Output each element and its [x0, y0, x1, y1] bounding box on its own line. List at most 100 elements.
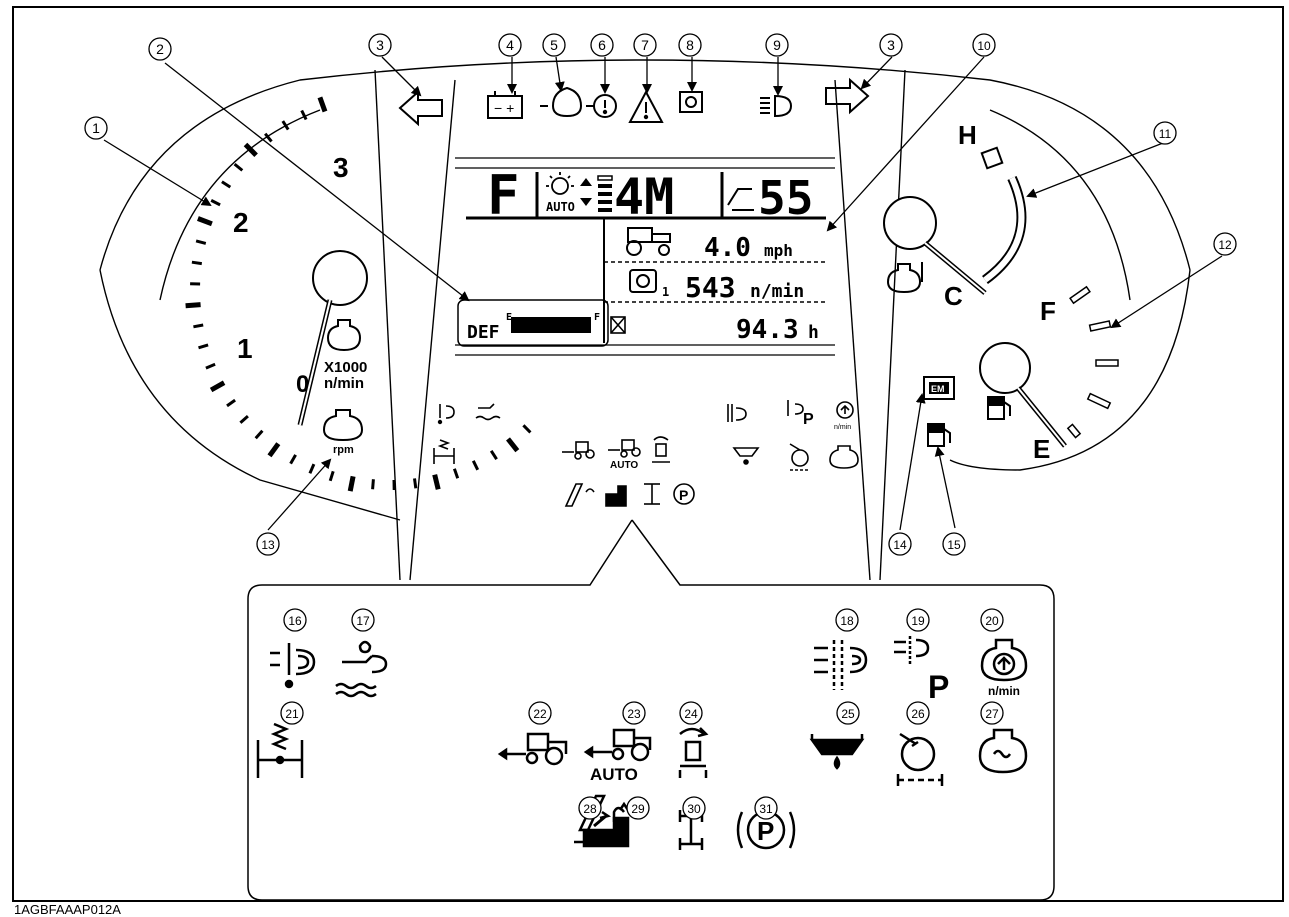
- callout-15: 15: [943, 533, 965, 555]
- water-separator-icon: [812, 734, 862, 768]
- svg-text:EM: EM: [931, 384, 945, 394]
- callout-31: 31: [755, 797, 777, 819]
- pto-icon: [728, 189, 754, 210]
- callout-10: 10: [973, 34, 995, 56]
- tach-tick: [435, 475, 439, 490]
- callout-number: 20: [985, 614, 999, 628]
- air-filter-icon: [898, 734, 942, 786]
- lcd-engine-unit: n/min: [750, 281, 804, 302]
- callout-24: 24: [680, 702, 702, 724]
- top-warning-lamps: − +: [400, 80, 868, 124]
- shift-up-arrow-icon: [580, 178, 592, 186]
- tachometer: 3 2 1 0 X1000 n/min rpm: [186, 97, 531, 491]
- callout-number: 8: [686, 37, 694, 53]
- oil-pressure-icon: [540, 88, 594, 116]
- def-warning-icon-small: [439, 404, 454, 423]
- callout-5: 5: [543, 34, 565, 56]
- callout-28: 28: [579, 797, 601, 819]
- sun-icon: [546, 172, 574, 194]
- lcd-gear-value: 55: [758, 171, 813, 225]
- callout-26: 26: [907, 702, 929, 724]
- gear-range-bars-icon: [598, 176, 612, 212]
- tach-tick: [192, 262, 202, 263]
- lcd-engine-sub: 1: [662, 285, 669, 299]
- zoom-callout-box: [248, 520, 1054, 900]
- headlight-icon: [760, 96, 791, 116]
- svg-text:− +: − +: [494, 100, 514, 116]
- tach-label-3: 3: [333, 152, 349, 183]
- fuel-pump-icon-gauge: [988, 397, 1010, 419]
- callout-number: 18: [840, 614, 854, 628]
- callout-number: 25: [841, 707, 855, 721]
- callout-3: 3: [880, 34, 902, 56]
- coolant-temp-icon: [888, 262, 922, 292]
- callout-number: 10: [977, 39, 991, 53]
- axle-suspension-icon: [258, 724, 302, 778]
- turn-right-arrow-icon: [826, 80, 868, 112]
- axle-suspension-icon-small: [434, 440, 454, 464]
- temp-hot-label: H: [958, 120, 977, 150]
- lcd-display: F AUTO 4M 55 4.0 mph 1 543 n/min: [455, 158, 835, 355]
- tach-tick: [310, 464, 314, 473]
- tach-tick: [196, 241, 206, 244]
- callout-6: 6: [591, 34, 613, 56]
- tach-needle-hub: [313, 251, 367, 305]
- fuel-empty-label: E: [1033, 434, 1050, 464]
- tach-tick: [523, 425, 530, 432]
- glow-plug-icon: [980, 730, 1026, 772]
- panel-outline: [100, 60, 1190, 580]
- tach-tick: [256, 431, 263, 438]
- lcd-engine-value: 543: [685, 271, 736, 304]
- tach-tick: [211, 383, 224, 390]
- svg-text:AUTO: AUTO: [610, 460, 638, 471]
- callout-number: 3: [887, 37, 895, 53]
- callout-number: 4: [506, 37, 514, 53]
- tach-tick: [198, 219, 212, 224]
- tractor-auto-icon-small: [608, 440, 640, 457]
- svg-text:P: P: [679, 487, 688, 503]
- dpf-icon: [814, 640, 866, 690]
- diff-lock-icon-small: [652, 437, 670, 462]
- water-separator-icon-small: [734, 448, 758, 464]
- lcd-hours-value: 94.3: [736, 315, 799, 345]
- lcd-speed-unit: mph: [764, 241, 793, 260]
- air-filter-icon-small: [790, 444, 810, 470]
- engine-icon: [328, 320, 360, 350]
- tractor-icon: [500, 734, 566, 764]
- tach-tick: [491, 451, 496, 459]
- lcd-auto-label: AUTO: [546, 200, 575, 214]
- callout-25: 25: [837, 702, 859, 724]
- callout-9: 9: [766, 34, 788, 56]
- callout-22: 22: [529, 702, 551, 724]
- tractor-speed-icon: [627, 228, 670, 255]
- engine-speed-icon: [630, 270, 656, 292]
- def-f-label: F: [594, 312, 600, 323]
- tach-tick: [199, 345, 209, 348]
- callout-number: 21: [285, 707, 299, 721]
- svg-text:n/min: n/min: [834, 424, 851, 431]
- four-wd-icon-small: [644, 484, 660, 504]
- callout-20: 20: [981, 609, 1003, 631]
- callout-number: 24: [684, 707, 698, 721]
- callout-21: 21: [281, 702, 303, 724]
- tach-label-1: 1: [237, 333, 253, 364]
- callout-23: 23: [623, 702, 645, 724]
- dpf-icon-small: [728, 404, 746, 422]
- callout-7: 7: [634, 34, 656, 56]
- callout-number: 16: [288, 614, 302, 628]
- rpm-engine-icon: [324, 410, 362, 440]
- lcd-gear: 4M: [614, 168, 674, 226]
- diff-lock-icon: [680, 728, 706, 778]
- indicator-cluster-small: AUTO P n/min P: [434, 400, 858, 506]
- callout-number: 23: [627, 707, 641, 721]
- callout-number: 7: [641, 37, 649, 53]
- tach-tick: [206, 364, 215, 368]
- callout-number: 26: [911, 707, 925, 721]
- tach-tick: [291, 455, 296, 464]
- tach-tick: [330, 471, 333, 481]
- implement-lift-icon-small: [566, 484, 594, 506]
- rpm-label: rpm: [333, 444, 354, 456]
- tach-label-2: 2: [233, 207, 249, 238]
- callout-number: 1: [92, 120, 100, 136]
